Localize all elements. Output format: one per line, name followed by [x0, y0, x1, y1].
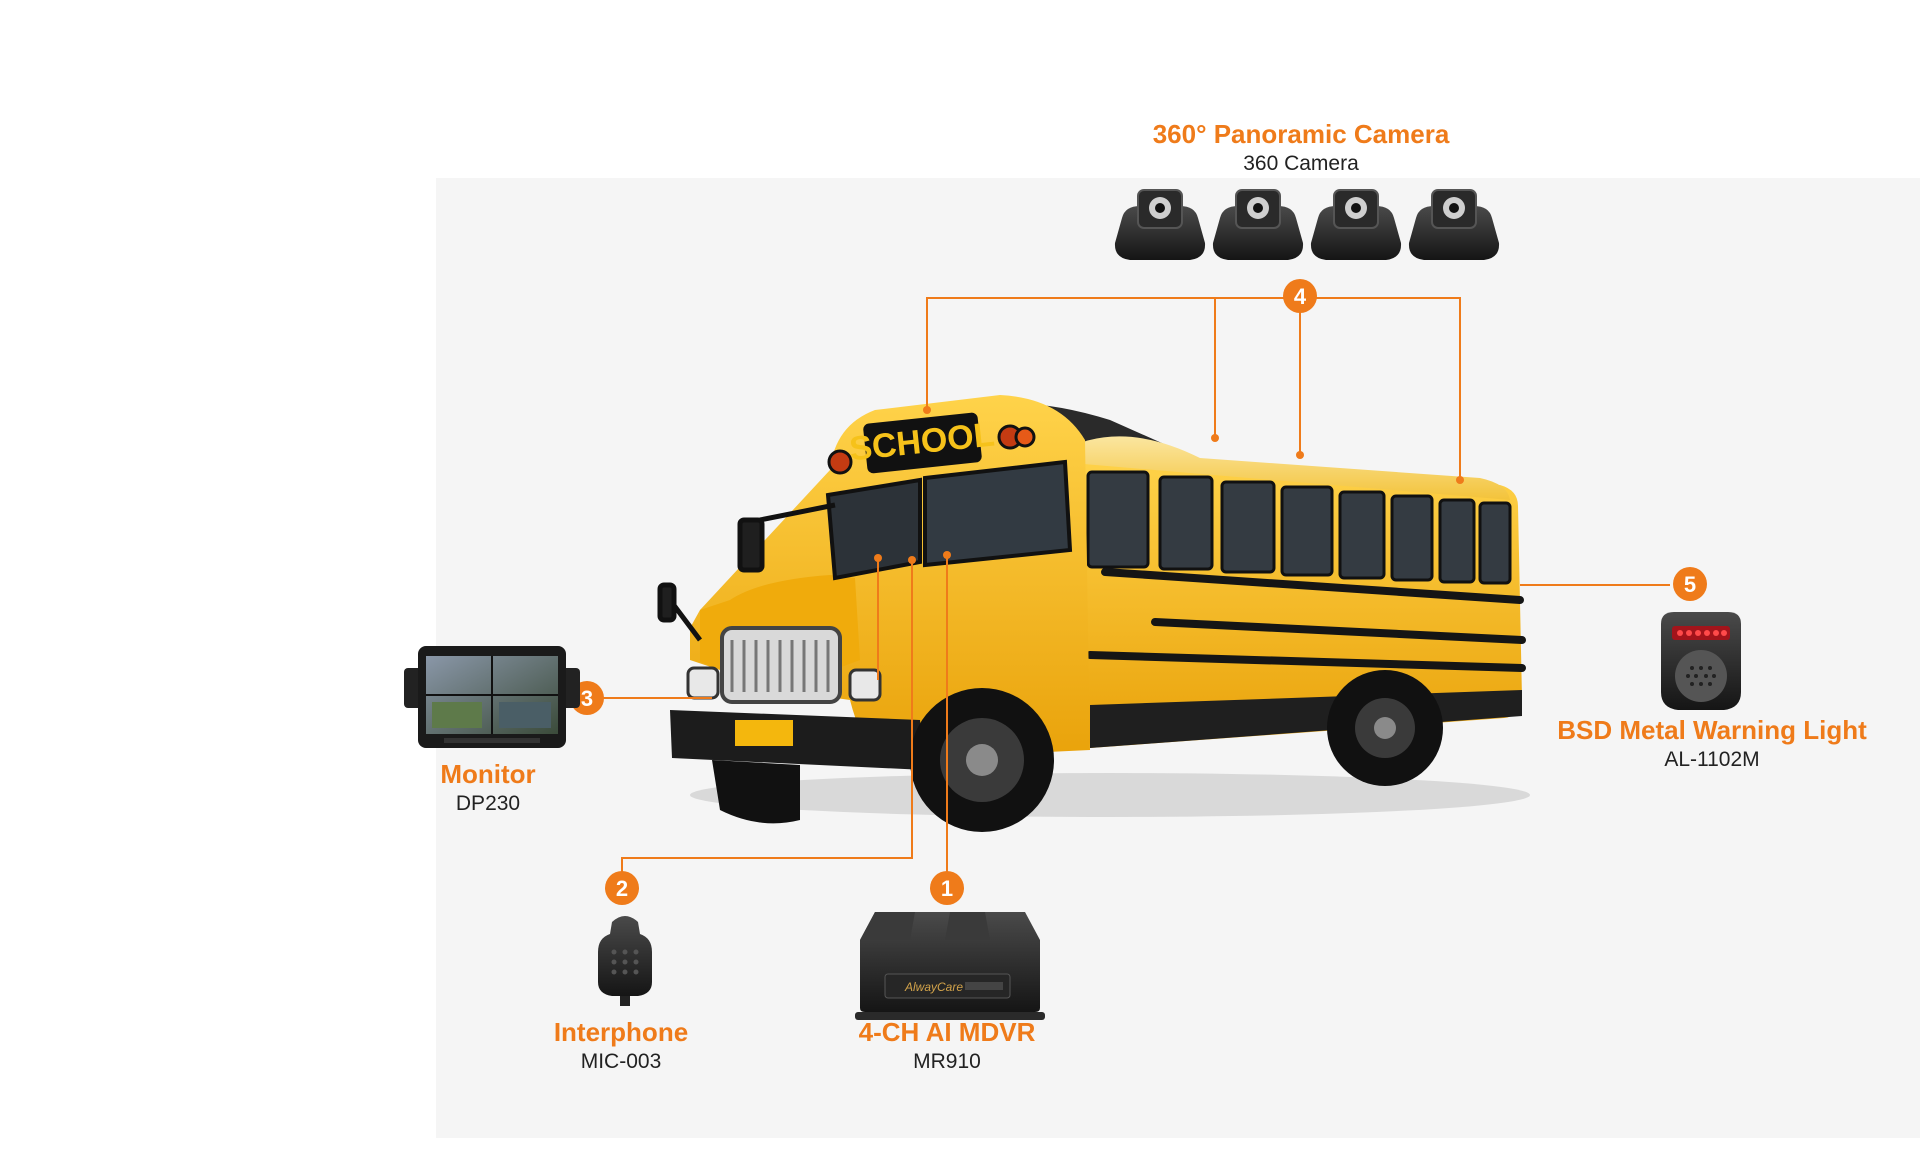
panoramic-camera-group — [1114, 189, 1500, 260]
grille-slats — [730, 640, 830, 692]
quad-view-monitor-icon — [404, 646, 580, 748]
badge-4: 4 — [1283, 279, 1317, 313]
label-model: AL-1102M — [1664, 748, 1760, 771]
label-mdvr: 4-CH AI MDVR MR910 — [859, 1016, 1036, 1076]
label-model: MR910 — [913, 1050, 981, 1073]
bus-roof — [1060, 436, 1510, 500]
label-title: 4-CH AI MDVR — [858, 1017, 1036, 1047]
svg-text:2: 2 — [616, 876, 628, 901]
label-title: Monitor — [440, 759, 536, 789]
headlight-left — [686, 666, 720, 700]
connector-camera-frame — [926, 297, 1461, 480]
mini-camera-icon — [1114, 189, 1206, 260]
handheld-microphone-icon — [598, 916, 652, 1006]
front-wheel — [910, 688, 1054, 832]
windshield-left — [825, 477, 922, 581]
label-model: 360 Camera — [1243, 152, 1359, 175]
label-title: BSD Metal Warning Light — [1557, 715, 1867, 745]
label-title: Interphone — [553, 1017, 689, 1047]
label-title: 360° Panoramic Camera — [1152, 119, 1450, 149]
rear-wheel — [1327, 670, 1443, 786]
mini-camera-icon — [1310, 189, 1402, 260]
headlight-right — [848, 668, 882, 702]
school-bus-illustration: SCHOOL — [657, 395, 1530, 832]
side-mirrors — [657, 502, 836, 642]
warning-light-speaker-icon — [1661, 612, 1741, 710]
ground-shadow — [690, 773, 1530, 817]
label-model: MIC-003 — [580, 1050, 662, 1073]
school-sign-frame — [863, 412, 982, 474]
label-panoramic-camera: 360° Panoramic Camera 360 Camera — [1153, 118, 1450, 178]
front-bumper — [670, 710, 925, 770]
connector-lines — [600, 297, 1670, 872]
svg-text:1: 1 — [941, 876, 953, 901]
warning-lamp-right-2 — [1014, 426, 1036, 448]
svg-text:3: 3 — [581, 686, 593, 711]
svg-text:4: 4 — [1294, 284, 1307, 309]
label-model: DP230 — [455, 792, 521, 815]
badge-5: 5 — [1673, 567, 1707, 601]
mini-camera-icon — [1408, 189, 1500, 260]
label-monitor: Monitor DP230 — [440, 758, 535, 818]
side-rub-rails — [1086, 568, 1526, 672]
warning-lamp-left — [827, 449, 853, 475]
windshield-right — [923, 459, 1073, 568]
badge-1: 1 — [930, 871, 964, 905]
label-interphone: Interphone MIC-003 — [554, 1016, 688, 1076]
side-windows — [1086, 470, 1512, 585]
front-left-wheel — [712, 760, 800, 824]
label-warning-light: BSD Metal Warning Light AL-1102M — [1557, 714, 1867, 774]
mini-camera-icon — [1212, 189, 1304, 260]
connector-interphone — [621, 560, 913, 872]
license-plate — [735, 720, 793, 746]
mdvr-recorder-icon: AlwayCare — [855, 912, 1045, 1020]
connector-dots — [874, 406, 1464, 564]
mdvr-brand-label: AlwayCare — [904, 980, 963, 994]
badge-2: 2 — [605, 871, 639, 905]
svg-text:5: 5 — [1684, 572, 1696, 597]
